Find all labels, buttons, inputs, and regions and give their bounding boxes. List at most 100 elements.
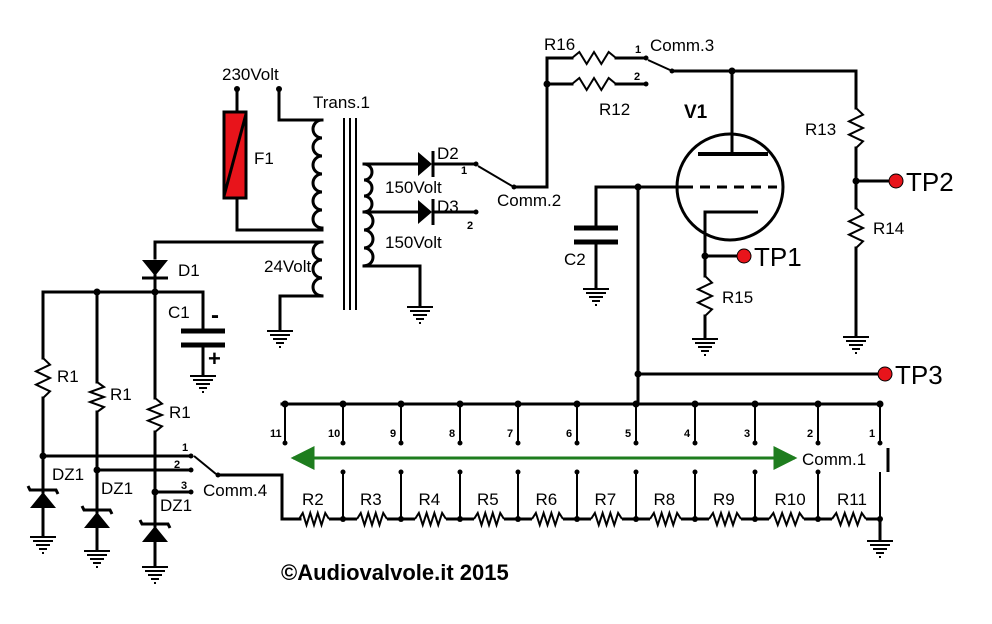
zener-dz1c: DZ1 [138,496,192,568]
comm2-label: Comm.2 [497,191,561,210]
divider-resistor-label: R9 [713,490,735,509]
r15-label: R15 [722,288,753,307]
lv-wiring [153,240,324,332]
resistor-r14 [846,207,866,249]
comm1-pin: 1 [869,428,875,440]
comm4-pin3: 3 [181,480,187,492]
comm3-pin1: 1 [635,44,641,56]
zener-dz1b: DZ1 [80,479,133,552]
comm3-pin2: 2 [634,71,640,83]
tube-v1: V1 [675,69,785,255]
c1-pos-label: + [208,346,221,371]
diode-d2: D2 [418,144,479,177]
ground-symbols [30,288,893,584]
comm3-label: Comm.3 [650,36,714,55]
r14-label: R14 [873,219,904,238]
divider-resistor-label: R10 [775,490,806,509]
test-point-tp3: TP3 [877,360,943,390]
comm2-pin1: 1 [461,165,467,177]
transformer-trans1: Trans.1 24Volt [264,93,375,310]
comm1-pin: 5 [625,428,631,440]
comm1-label: Comm.1 [802,450,866,469]
switch-comm2: 1 2 Comm.2 [461,56,561,232]
c2-label: C2 [564,250,586,269]
diode-d1: D1 [142,260,200,294]
c1-neg-label: - [211,302,219,329]
fuse-f1: F1 [222,110,324,232]
resistor-r1c [145,397,165,433]
r12-label: R12 [599,100,630,119]
hv1-label: 150Volt [385,178,442,197]
ground-icon [267,330,293,348]
divider-resistor [831,510,867,528]
divider-resistor [414,509,447,529]
divider-chain: R2 R3 R4 R5 R6 R7 R8 R9 R10 R11 [280,469,883,542]
r1a-label: R1 [57,367,79,386]
divider-resistor [590,509,623,529]
comm1-pin: 7 [507,428,513,440]
comm4-pin1: 1 [182,442,188,454]
divider-resistor-label: R2 [302,490,324,509]
plate-load: R13 R14 [805,69,904,338]
comm1-pin: 11 [270,428,282,440]
copyright-text: ©Audiovalvole.it 2015 [281,560,509,585]
resistor-r1a [33,357,53,399]
ground-icon [190,375,216,393]
comm1-pin: 9 [390,428,396,440]
comm2-pin2: 2 [467,220,473,232]
resistor-r15 [695,275,715,317]
divider-resistor-label: R5 [477,490,499,509]
dz1b-label: DZ1 [101,479,133,498]
ground-icon [30,536,56,554]
dz1c-label: DZ1 [160,496,192,515]
neg-bus [41,288,205,400]
divider-resistor-label: R3 [360,490,382,509]
c1-label: C1 [168,303,190,322]
resistor-r13 [846,107,866,149]
d3-label: D3 [437,197,459,216]
r16-label: R16 [544,35,575,54]
divider-resistor [531,509,564,529]
comm1-pin: 4 [684,428,691,440]
ground-icon [867,540,893,558]
resistor-r1b [87,381,107,413]
transformer-label: Trans.1 [313,93,370,112]
divider-resistor [649,509,682,529]
test-point-tp2: TP2 [888,167,954,197]
diode-d3: D3 [418,197,479,225]
r1b-label: R1 [110,385,132,404]
resistor-r16 [571,50,617,66]
divider-resistor [768,510,805,528]
zener-wiring [39,396,190,528]
divider-resistor-label: R4 [419,490,441,509]
comm1-pin: 6 [566,428,572,440]
comm1-pin: 3 [744,428,750,440]
r1c-label: R1 [169,403,191,422]
zener-dz1a: DZ1 [26,465,84,538]
grid-wiring: C2 [564,183,884,406]
ground-icon [84,550,110,568]
divider-resistor-label: R8 [654,490,676,509]
ground-icon [692,338,718,356]
tp1-label: TP1 [754,242,802,272]
divider-resistor [298,509,330,529]
mains-input: 230Volt [222,65,324,122]
comm1-pin: 10 [328,428,340,440]
divider-resistor-label: R7 [595,490,617,509]
comm1-pin: 2 [807,428,813,440]
v1-label: V1 [684,102,708,123]
d1-label: D1 [178,261,200,280]
tp2-label: TP2 [906,167,954,197]
resistor-r12 [571,76,617,92]
switch-comm4: 1 2 3 Comm.4 [174,442,284,521]
divider-resistor-label: R11 [837,490,867,509]
divider-resistor-label: R6 [536,490,558,509]
hv2-label: 150Volt [385,233,442,252]
divider-resistor [356,509,388,529]
hv-wiring [362,162,422,308]
capacitor-c1: C1 - + [168,302,225,377]
sec-lv-label: 24Volt [264,257,312,276]
